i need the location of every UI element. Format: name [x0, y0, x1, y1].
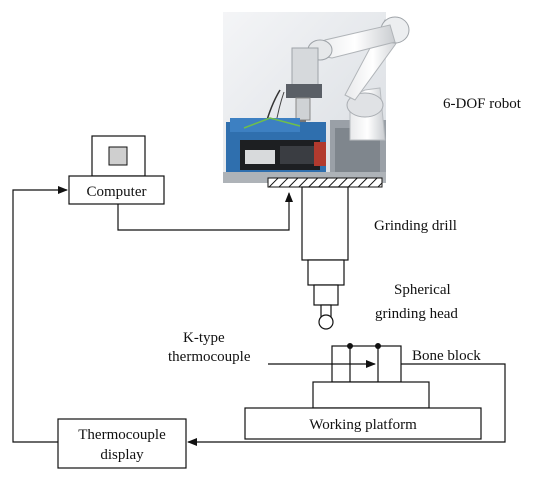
robot-label: 6-DOF robot [443, 96, 522, 112]
sensor-to-display-connector [187, 363, 506, 446]
working-platform-label: Working platform [309, 417, 417, 433]
ktype-label-2: thermocouple [168, 349, 251, 365]
bone-block [331, 343, 402, 383]
spherical-head-label-2: grinding head [375, 306, 458, 322]
computer-box [68, 175, 165, 205]
platform-top-block [312, 381, 430, 409]
spherical-head-label-1: Spherical [394, 282, 451, 298]
robot-photo [223, 12, 410, 183]
display-to-computer-connector [12, 186, 68, 443]
grinding-drill [301, 186, 349, 318]
computer-label: Computer [87, 184, 147, 200]
thermocouple-display-label-1: Thermocouple [78, 427, 166, 443]
spherical-grinding-head [318, 314, 334, 330]
ktype-label-1: K-type [183, 330, 225, 346]
mounting-flange [267, 177, 383, 188]
thermocouple-display-label-2: display [100, 447, 144, 463]
thermocouple-display-box [57, 418, 187, 469]
bone-block-label: Bone block [412, 348, 481, 364]
computer-to-drill-connector [117, 192, 293, 231]
grinding-drill-label: Grinding drill [374, 218, 457, 234]
working-platform [244, 407, 482, 440]
monitor-icon [91, 135, 146, 177]
